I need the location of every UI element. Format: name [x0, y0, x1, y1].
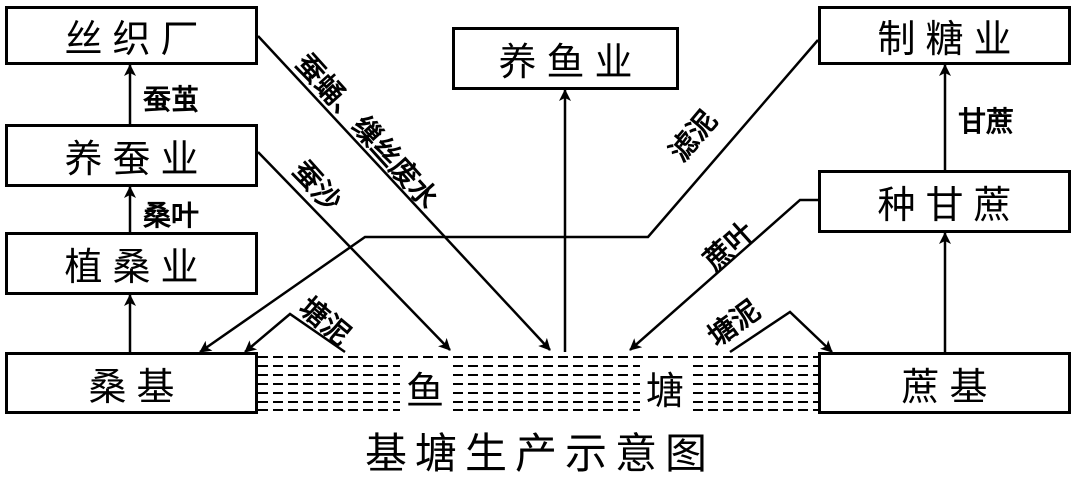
pond-char-pond: 塘: [640, 360, 691, 415]
box-mulberry-planting: 植桑业: [5, 232, 258, 295]
box-silk-factory: 丝织厂: [5, 6, 258, 65]
arrow-filter-mud-to-dike: [199, 39, 819, 354]
pond-char-fish: 鱼: [400, 360, 451, 415]
fish-pond-water: [258, 356, 818, 411]
arrow-cane-leaf-to-pond: [629, 198, 818, 351]
label-mulberry-leaf: 桑叶: [143, 199, 200, 232]
box-mulberry-dike: 桑基: [5, 352, 258, 414]
arrow-sericulture-to-pond: [257, 151, 451, 351]
label-cocoon: 蚕茧: [143, 83, 200, 116]
box-sugar-industry: 制糖业: [818, 6, 1071, 65]
diagram-caption: 基塘生产示意图: [364, 429, 715, 478]
box-sericulture: 养蚕业: [5, 124, 258, 187]
box-sugarcane-planting: 种甘蔗: [818, 170, 1071, 233]
arrow-silk-to-pond: [257, 35, 551, 351]
label-sugarcane: 甘蔗: [958, 105, 1015, 138]
arrow-pond-mud-right: [729, 310, 833, 354]
arrow-pond-mud-left: [244, 312, 346, 354]
box-sugarcane-dike: 蔗基: [818, 352, 1071, 414]
box-fish-farming: 养鱼业: [452, 27, 679, 90]
